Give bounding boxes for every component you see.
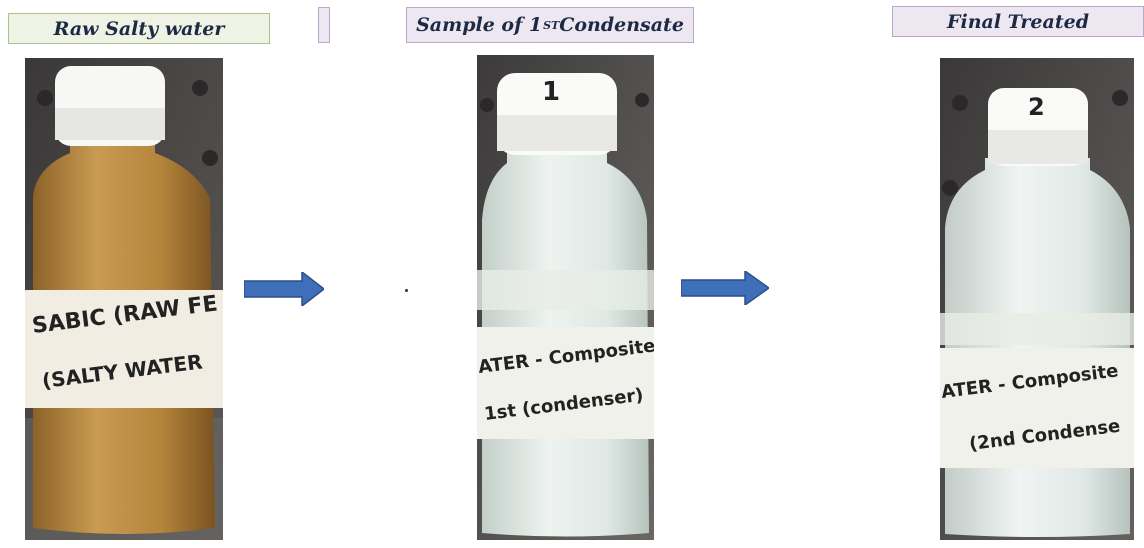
- final-treated-tape: [940, 348, 1134, 468]
- arrow-right-icon-2: [681, 271, 769, 305]
- raw-water-photo: SABIC (RAW FE (SALTY WATER: [25, 58, 223, 540]
- first-condensate-label-sup: ST: [543, 18, 560, 32]
- first-condensate-cap-number: 1: [542, 77, 560, 107]
- first-condensate-photo: 1 ATER - Composite 1st (condenser): [477, 55, 654, 540]
- stray-dot: [405, 289, 408, 292]
- first-condensate-label-prefix: Sample of 1: [416, 14, 543, 36]
- final-treated-label: Final Treated: [892, 6, 1144, 37]
- arrow-right-icon: [244, 272, 324, 306]
- first-condensate-tape: [477, 327, 654, 439]
- raw-water-label-text: Raw Salty water: [53, 17, 225, 40]
- first-condensate-bottle-image: 1 ATER - Composite 1st (condenser): [477, 55, 654, 540]
- final-treated-liquid: [945, 158, 1130, 537]
- final-treated-photo: 2 ATER - Composite (2nd Condense: [940, 58, 1134, 540]
- raw-water-label: Raw Salty water: [8, 13, 270, 44]
- first-condensate-label-suffix: Condensate: [559, 14, 684, 36]
- final-treated-cap-number: 2: [1028, 93, 1045, 121]
- raw-water-bottle-image: SABIC (RAW FE (SALTY WATER: [25, 58, 223, 540]
- final-treated-label-text: Final Treated: [947, 10, 1089, 33]
- empty-label-fragment: [318, 7, 330, 43]
- final-treated-bottle-image: 2 ATER - Composite (2nd Condense: [940, 58, 1134, 540]
- raw-water-tape: [25, 290, 223, 408]
